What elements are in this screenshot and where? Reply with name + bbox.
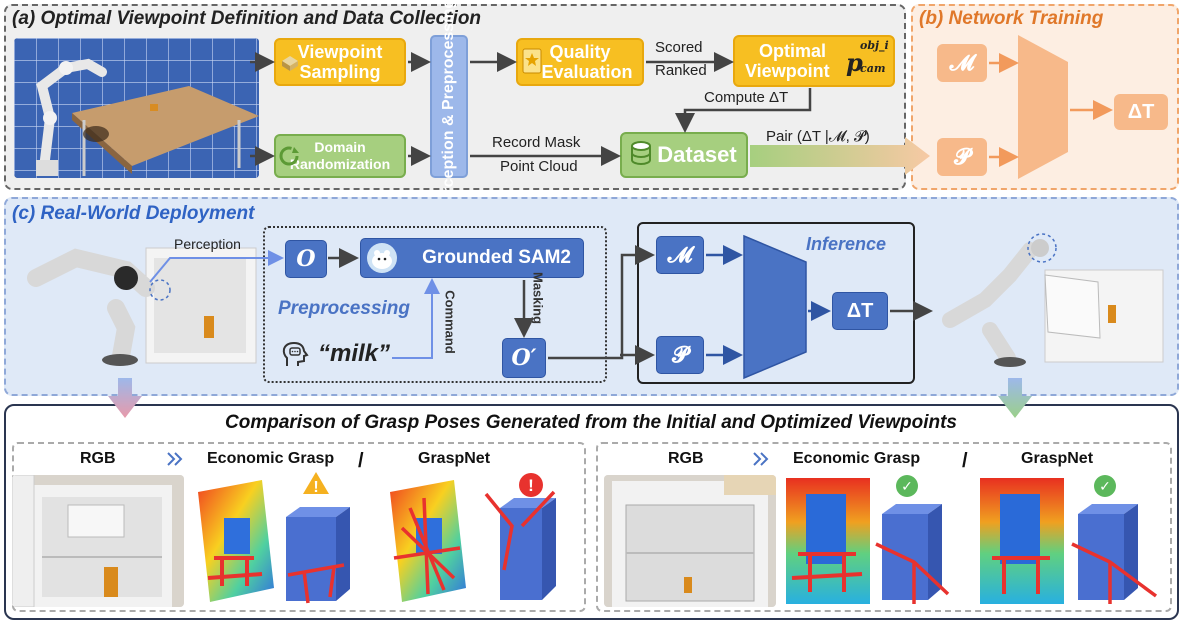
grounded-sam-box: Grounded SAM2	[360, 238, 584, 278]
domain-randomization-label-2: Randomization	[289, 156, 391, 172]
viewpoint-sampling-label-2: Sampling	[299, 62, 381, 82]
observation-o-box: O	[285, 240, 327, 278]
robot-table-photo	[14, 38, 259, 178]
chevrons-right-icon	[166, 451, 184, 467]
panel-b-m-box: 𝓜	[937, 44, 987, 82]
panel-c-title: (c) Real-World Deployment	[12, 203, 255, 224]
panel-b-m-label: 𝓜	[949, 50, 975, 76]
left-graspnet-depth-view	[390, 480, 466, 602]
check-glyph-left: ✓	[901, 479, 913, 495]
scored-label: Scored	[655, 39, 703, 56]
perception-preprocessing-label: Perception & Preprocessing	[440, 0, 457, 214]
preprocessing-label: Preprocessing	[278, 298, 410, 319]
error-glyph: !	[528, 476, 534, 495]
grounded-sam-label: Grounded SAM2	[422, 247, 571, 268]
right-graspnet-grasp-box-view	[1071, 504, 1158, 604]
inference-m-label: 𝓜	[667, 242, 693, 268]
panel-a-title: (a) Optimal Viewpoint Definition and Dat…	[12, 8, 482, 29]
speech-head-icon	[281, 340, 311, 370]
domain-randomization-box: Domain Randomization	[274, 134, 406, 178]
polar-bear-icon	[366, 242, 398, 274]
right-rgb-label: RGB	[668, 450, 704, 467]
left-fridge-illustration	[12, 475, 184, 607]
panel-b-network-label: MVPNet	[1031, 66, 1056, 150]
optimal-symbol-p: p	[846, 48, 863, 77]
optimal-viewpoint-box: Optimal Viewpoint	[733, 35, 895, 87]
robot-table-illustration	[14, 38, 259, 178]
left-economic-grasp-box-view	[286, 507, 350, 604]
left-graspnet-label: GraspNet	[418, 450, 491, 467]
check-glyph-right: ✓	[1099, 479, 1111, 495]
check-icon: ✓	[1093, 474, 1117, 498]
panel-b-p-label: 𝓟	[954, 144, 970, 170]
left-slash-label: /	[358, 450, 364, 472]
inference-p-box: 𝓟	[656, 336, 704, 374]
robot-fridge-right-illustration	[942, 233, 1164, 367]
left-graspnet-grasp-box-view	[484, 490, 556, 600]
right-economic-grasp-box-view	[875, 504, 950, 604]
command-label: Command	[442, 290, 458, 354]
left-economic-label: Economic Grasp	[207, 450, 335, 467]
inference-network-label: MVPNet	[762, 264, 787, 348]
chevrons-right-icon	[752, 451, 770, 467]
cube-icon	[280, 54, 300, 72]
database-icon	[630, 141, 652, 167]
error-icon: !	[518, 472, 544, 498]
right-economic-label: Economic Grasp	[793, 450, 921, 467]
record-mask-label: Record Mask	[492, 134, 581, 151]
ranked-label: Ranked	[655, 62, 707, 79]
refresh-icon	[278, 145, 300, 167]
right-rgb-photo	[604, 475, 776, 607]
inference-label: Inference	[806, 234, 887, 254]
masking-label: Masking	[530, 271, 546, 325]
optimal-symbol-sup: obj_i	[860, 39, 889, 52]
right-fridge-illustration	[604, 475, 776, 607]
optimal-viewpoint-label-2: Viewpoint	[745, 61, 830, 81]
domain-randomization-label-1: Domain	[314, 139, 366, 155]
warning-glyph: !	[313, 479, 318, 496]
left-economic-depth-view	[198, 480, 274, 602]
compute-delta-t-label: Compute ΔT	[704, 89, 789, 106]
inference-p-label: 𝓟	[672, 342, 688, 368]
perception-preprocessing-box	[430, 35, 468, 178]
right-comparison-region	[596, 442, 1172, 612]
robot-fridge-photo-right	[930, 220, 1168, 370]
panel-b-p-box: 𝓟	[937, 138, 987, 176]
point-cloud-label: Point Cloud	[500, 158, 578, 175]
dataset-label: Dataset	[657, 142, 737, 167]
milk-command-text: “milk”	[318, 340, 391, 367]
warning-icon: !	[302, 470, 330, 496]
star-document-icon	[522, 48, 542, 74]
observation-o-prime-box: O′	[502, 338, 546, 378]
right-slash-label: /	[962, 450, 968, 472]
inference-m-box: 𝓜	[656, 236, 704, 274]
inference-output-label: ΔT	[846, 299, 874, 322]
left-rgb-label: RGB	[80, 450, 116, 467]
right-graspnet-label: GraspNet	[1021, 450, 1094, 467]
quality-evaluation-label-2: Evaluation	[541, 62, 633, 82]
optimal-viewpoint-label-1: Optimal	[759, 41, 827, 61]
panel-d-title: Comparison of Grasp Poses Generated from…	[225, 412, 957, 433]
viewpoint-sampling-label-1: Viewpoint	[297, 42, 383, 62]
panel-b-output-label: ΔT	[1127, 100, 1155, 123]
optimal-symbol-sub: cam	[860, 62, 886, 75]
viewpoint-sampling-box: Viewpoint Sampling	[274, 38, 406, 86]
dataset-box: Dataset	[620, 132, 748, 178]
pair-label: Pair (ΔT |𝓜, 𝓟)	[766, 128, 870, 145]
check-icon: ✓	[895, 474, 919, 498]
inference-output-box: ΔT	[832, 292, 888, 330]
optimal-viewpoint-symbol: p obj_i cam	[846, 39, 889, 77]
quality-evaluation-label-1: Quality	[549, 42, 611, 62]
left-rgb-photo	[12, 475, 184, 607]
observation-o-label: O	[296, 246, 316, 272]
perception-label: Perception	[174, 236, 241, 252]
panel-b-output-box: ΔT	[1114, 94, 1168, 130]
right-graspnet-depth-view	[980, 478, 1064, 604]
right-economic-depth-view	[786, 478, 870, 604]
panel-b-title: (b) Network Training	[919, 8, 1104, 29]
observation-o-prime-label: O′	[511, 345, 537, 371]
